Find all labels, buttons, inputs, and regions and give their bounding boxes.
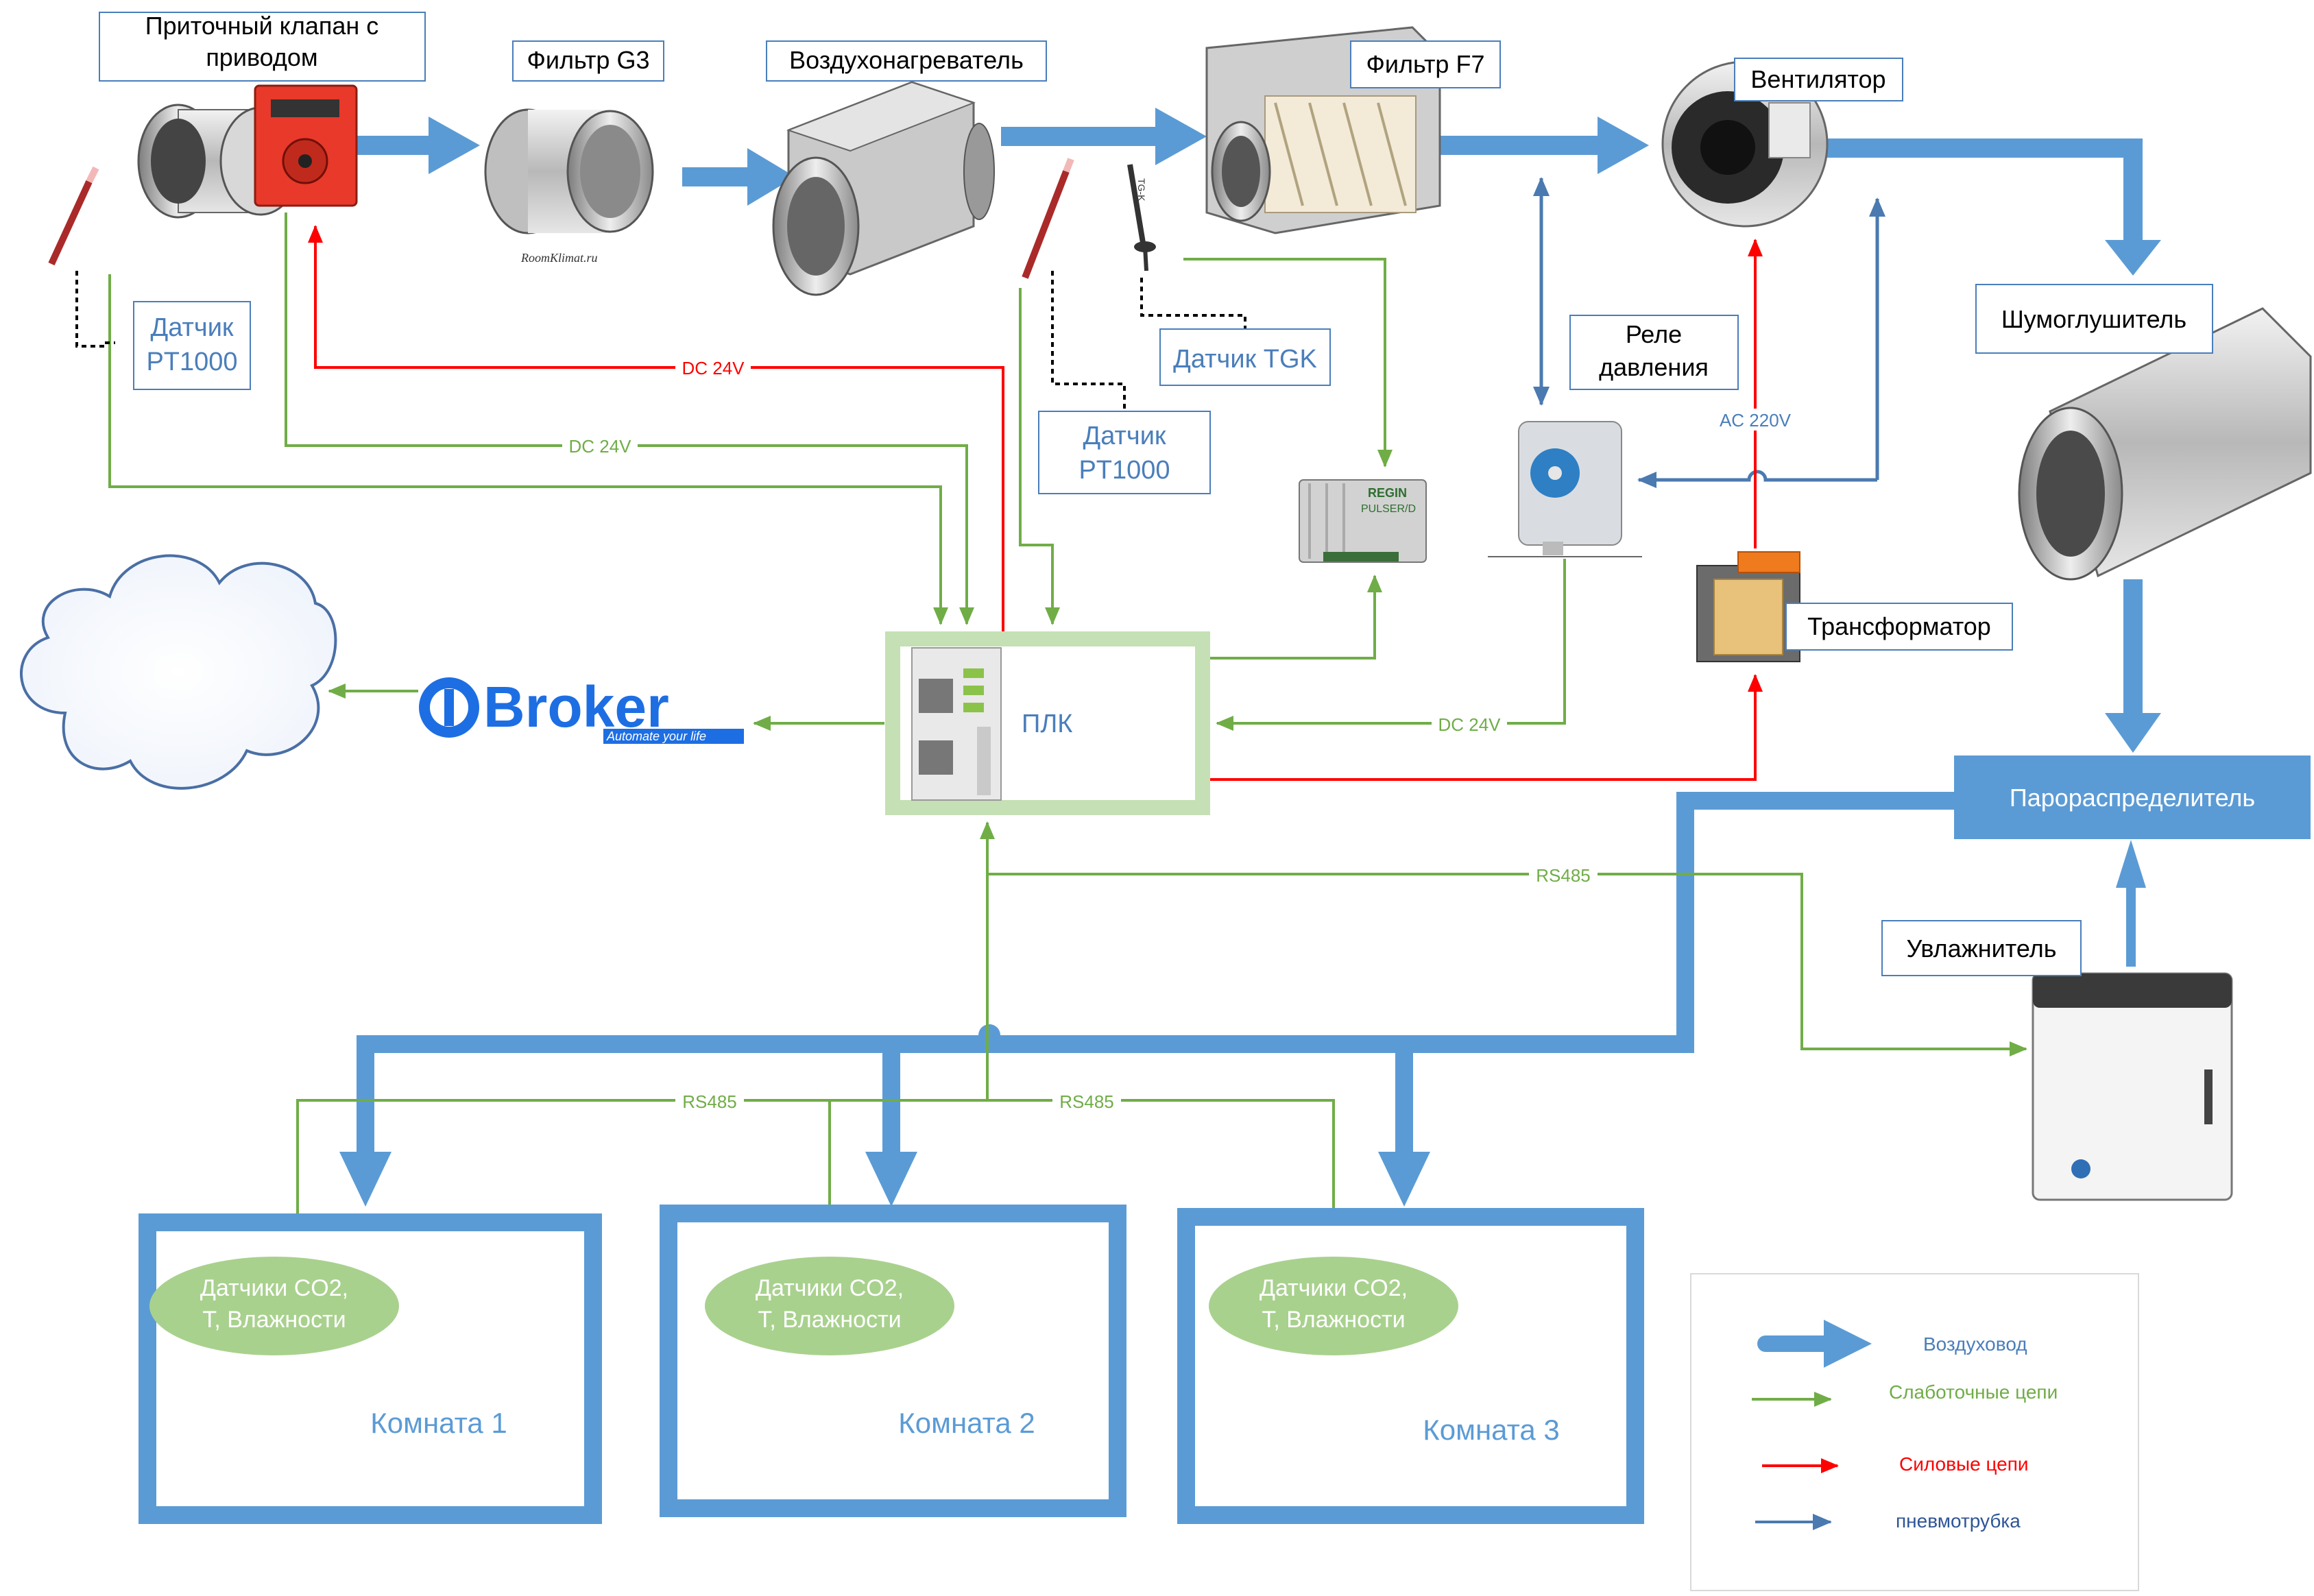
room-3-sensor: Датчики CO2, Т, Влажности	[1260, 1275, 1408, 1333]
heater-illustration	[772, 81, 995, 296]
transformer-label: Трансформатор	[1807, 612, 1991, 640]
filter-f7-illustration	[1205, 26, 1441, 234]
text-line: Т, Влажности	[758, 1307, 901, 1333]
room-2-label: Комната 2	[898, 1407, 1035, 1439]
iobroker-logo: Broker Automate your life	[418, 675, 744, 744]
tgk-label: Датчик TGK	[1173, 345, 1317, 374]
text-line: Датчики CO2,	[200, 1275, 348, 1301]
room-3: Датчики CO2, Т, Влажности Комната 3	[1177, 1208, 1644, 1524]
room-1-sensor: Датчики CO2, Т, Влажности	[200, 1275, 348, 1333]
pneumatic-lines	[1533, 177, 1885, 488]
room-2: Датчики CO2, Т, Влажности Комната 2	[660, 1205, 1126, 1517]
pressure-relay-illustration	[1488, 421, 1642, 557]
room-2-sensor: Датчики CO2, Т, Влажности	[756, 1275, 904, 1333]
tgk-sensor-illustration: TG-K	[1127, 164, 1156, 271]
filter-g3-label: Фильтр G3	[527, 46, 650, 74]
text-line: PT1000	[1078, 456, 1170, 485]
legend-power-label: Силовые цепи	[1899, 1453, 2029, 1475]
room-3-label: Комната 3	[1423, 1414, 1559, 1446]
wire-label-rs485-humidifier: RS485	[1536, 865, 1591, 886]
sensor-signal-lines	[75, 271, 1246, 411]
component-labels: Приточный клапан с приводом Фильтр G3 Воз…	[99, 12, 2311, 976]
watermark-text: RoomKlimat.ru	[520, 251, 598, 265]
wire-label-ac220: AC 220V	[1720, 410, 1792, 431]
text-line: PT1000	[146, 348, 237, 376]
iobroker-tagline: Automate your life	[606, 729, 706, 743]
pressure-relay-label: Реле давления	[1599, 320, 1709, 381]
legend-pneumatic: пневмотрубка	[1755, 1510, 2021, 1532]
steam-distributor-label: Парораспределитель	[2010, 784, 2255, 812]
pulser-model: PULSER/D	[1361, 503, 1416, 515]
legend-low-voltage: Слаботочные цепи	[1752, 1381, 2058, 1407]
valve-label: Приточный клапан с приводом	[145, 12, 379, 71]
text-line: Реле	[1626, 320, 1682, 348]
text-line: приводом	[206, 43, 317, 71]
text-line: Датчики CO2,	[1260, 1275, 1408, 1301]
fan-label: Вентилятор	[1750, 65, 1885, 93]
wire-label-rs485-room1: RS485	[682, 1091, 737, 1112]
plc-label: ПЛК	[1022, 710, 1072, 738]
text-line: давления	[1599, 353, 1709, 381]
wire-label-rs485-room2: RS485	[1059, 1091, 1114, 1112]
wire-labels: DC 24V DC 24V DC 24V AC 220V RS485 RS485…	[562, 356, 1796, 1112]
cloud-illustration	[20, 554, 337, 790]
text-line: Датчики CO2,	[756, 1275, 904, 1301]
humidifier-label: Увлажнитель	[1907, 934, 2057, 963]
text-line: Датчик	[150, 313, 233, 342]
humidifier-steam-line	[2116, 840, 2146, 967]
iobroker-brand: Broker	[483, 675, 669, 739]
silencer-label: Шумоглушитель	[2001, 305, 2186, 333]
legend-duct: Воздуховод	[1757, 1320, 2027, 1368]
wire-label-dc24-valve: DC 24V	[568, 436, 631, 457]
filter-f7-label: Фильтр F7	[1366, 50, 1485, 78]
tgk-mark: TG-K	[1136, 178, 1147, 202]
room-1-label: Комната 1	[370, 1407, 507, 1439]
plc-box: ПЛК	[885, 631, 1210, 815]
text-line: Т, Влажности	[202, 1307, 346, 1333]
legend-low-voltage-label: Слаботочные цепи	[1889, 1381, 2058, 1403]
silencer-illustration	[2018, 307, 2312, 581]
text-line: Датчик	[1083, 422, 1166, 450]
wire-label-dc24-red: DC 24V	[682, 358, 745, 378]
pulser-illustration: REGIN PULSER/D	[1299, 479, 1427, 563]
room-1: Датчики CO2, Т, Влажности Комната 1	[138, 1213, 602, 1524]
heater-label: Воздухонагреватель	[789, 46, 1024, 74]
rooms: Датчики CO2, Т, Влажности Комната 1 Датчи…	[138, 1205, 1644, 1524]
legend-power: Силовые цепи	[1762, 1453, 2029, 1475]
power-lines	[308, 225, 1763, 781]
pulser-brand: REGIN	[1368, 486, 1407, 500]
text-line: Т, Влажности	[1262, 1307, 1405, 1333]
humidifier-illustration	[2032, 972, 2233, 1201]
filter-g3-illustration: RoomKlimat.ru	[484, 108, 654, 265]
fan-illustration	[1661, 60, 1829, 228]
legend-duct-label: Воздуховод	[1923, 1333, 2027, 1355]
text-line: Приточный клапан с	[145, 12, 379, 40]
legend: Воздуховод Слаботочные цепи Силовые цепи…	[1690, 1273, 2139, 1591]
duct-lines	[339, 108, 2161, 1207]
legend-pneumatic-label: пневмотрубка	[1896, 1510, 2021, 1532]
temperature-probes	[48, 158, 1074, 279]
transformer-illustration	[1696, 551, 1800, 662]
wire-label-dc24-pressure: DC 24V	[1438, 714, 1501, 735]
valve-illustration	[137, 84, 358, 219]
